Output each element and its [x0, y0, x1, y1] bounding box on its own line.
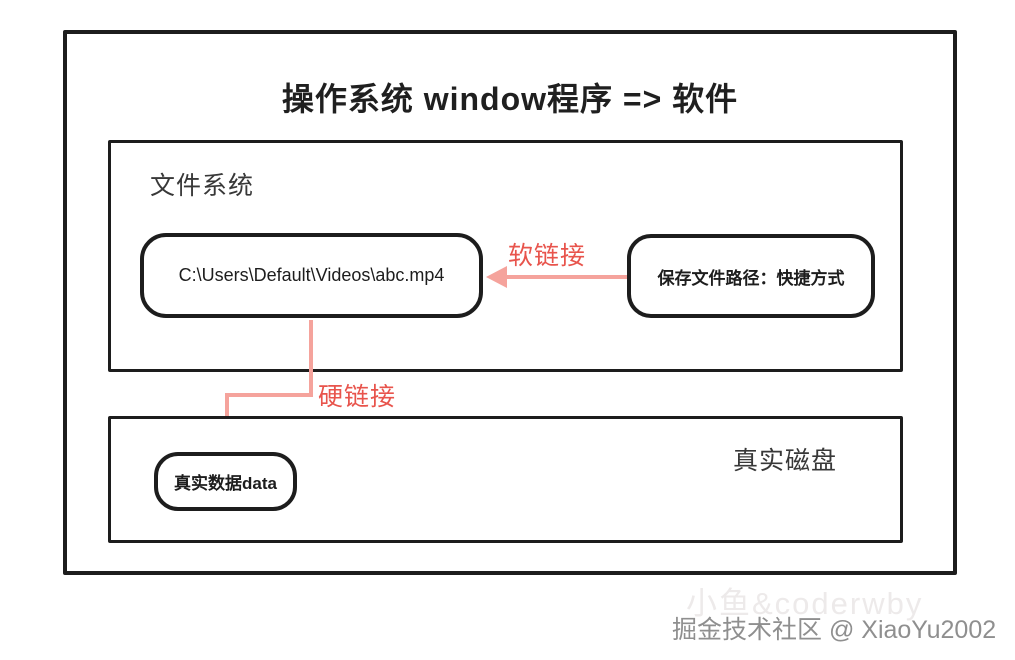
watermark-main: 掘金技术社区 @ XiaoYu2002: [672, 616, 997, 644]
watermark-faint: 小鱼&coderwby: [686, 586, 924, 621]
file-path-node: C:\Users\Default\Videos\abc.mp4: [140, 233, 483, 318]
file-system-label: 文件系统: [150, 172, 255, 200]
real-data-node: 真实数据data: [154, 452, 297, 511]
real-data-text: 真实数据data: [174, 474, 277, 493]
diagram-title: 操作系统 window程序 => 软件: [281, 81, 739, 117]
hard-link-label: 硬链接: [318, 383, 397, 411]
shortcut-text: 保存文件路径：快捷方式: [657, 268, 845, 288]
soft-link-label: 软链接: [508, 242, 587, 270]
file-path-text: C:\Users\Default\Videos\abc.mp4: [178, 265, 445, 285]
shortcut-node: 保存文件路径：快捷方式: [627, 234, 875, 318]
real-disk-label: 真实磁盘: [733, 447, 838, 475]
